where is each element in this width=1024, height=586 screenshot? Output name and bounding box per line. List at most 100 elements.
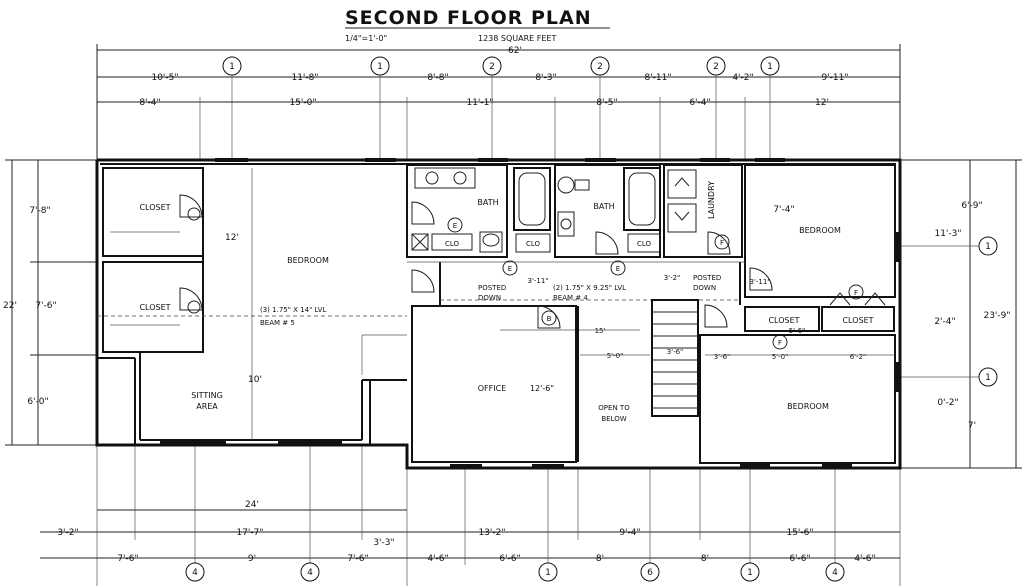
overall-width-label: 62' bbox=[508, 46, 522, 56]
closet-label: CLOSET bbox=[842, 316, 873, 325]
plan-area: 1238 SQUARE FEET bbox=[478, 34, 556, 43]
closet-label: CLOSET bbox=[768, 316, 799, 325]
right-dim-1: 6'-9" bbox=[961, 201, 982, 211]
grid-bubble-label: 4 bbox=[307, 568, 313, 578]
top-dim-4: 8'-3" bbox=[535, 73, 556, 83]
beam-5-spec: (3) 1.75" X 14" LVL bbox=[260, 306, 326, 314]
hall-dim: 3'-11" bbox=[749, 278, 770, 286]
posted-down-label-2: DOWN bbox=[693, 284, 716, 292]
right-dim-4: 23'-9" bbox=[983, 311, 1010, 321]
door-tag: E bbox=[616, 265, 620, 273]
bedroom-upper-right: BEDROOM 7'-4" bbox=[744, 164, 896, 298]
beam-4-spec: (2) 1.75" X 9.25" LVL bbox=[553, 284, 626, 292]
closet-lower: CLOSET bbox=[102, 261, 204, 353]
grid-bubble bbox=[978, 367, 998, 387]
bottom-dim3-2: 9' bbox=[248, 554, 256, 564]
top-grid-bubbles: 1 1 2 2 2 1 bbox=[222, 56, 780, 76]
grid-bubble bbox=[370, 56, 390, 76]
bedroom-depth: 10' bbox=[248, 375, 262, 385]
grid-bubble bbox=[640, 562, 660, 582]
tub-2: CLO bbox=[623, 167, 661, 253]
open-to-below: OPEN TO BELOW bbox=[577, 306, 630, 462]
hall-dim: 5'-0" bbox=[607, 352, 624, 360]
bottom-dim2-4: 13'-2" bbox=[478, 528, 505, 538]
bottom-dim3-1: 7'-6" bbox=[117, 554, 138, 564]
bedroom-dim: 3'-6" bbox=[714, 353, 731, 361]
left-dimensions: 7'-8" 22' 7'-6" 6'-0" bbox=[3, 159, 97, 446]
grid-bubble-label: 1 bbox=[985, 242, 991, 252]
laundry: F LAUNDRY bbox=[663, 164, 743, 258]
top-dim2-4: 8'-5" bbox=[596, 98, 617, 108]
left-dim-3: 7'-6" bbox=[35, 301, 56, 311]
grid-bubble-label: 4 bbox=[832, 568, 838, 578]
door-tag: F bbox=[854, 289, 858, 297]
bedroom-label: BEDROOM bbox=[287, 256, 329, 265]
grid-bubble-label: 1 bbox=[747, 568, 753, 578]
top-dim-5: 8'-11" bbox=[644, 73, 671, 83]
bedroom-dim: 5'-0" bbox=[772, 353, 789, 361]
grid-bubble-label: 2 bbox=[713, 62, 719, 72]
office-label: OFFICE bbox=[478, 384, 507, 393]
bottom-dim3-5: 6'-6" bbox=[499, 554, 520, 564]
grid-bubble-label: 1 bbox=[545, 568, 551, 578]
hall-dim: 3'-11" bbox=[527, 277, 548, 285]
right-dimensions: 6'-9" 11'-3" 2'-4" 23'-9" 0'-2" 7' 1 1 bbox=[900, 159, 1022, 469]
grid-bubble-label: 6 bbox=[647, 568, 653, 578]
top-dimension-row-2: 8'-4" 15'-0" 11'-1" 8'-5" 6'-4" 12' bbox=[97, 97, 900, 160]
bedroom-label: BEDROOM bbox=[799, 226, 841, 235]
bath-1: E BATH CLO bbox=[406, 164, 508, 258]
top-dimension-row-1: 10'-5" 11'-8" 8'-8" 8'-3" 8'-11" 4'-2" 9… bbox=[97, 72, 900, 160]
grid-bubble bbox=[740, 562, 760, 582]
grid-bubble-label: 2 bbox=[597, 62, 603, 72]
top-dim2-6: 12' bbox=[815, 98, 829, 108]
grid-bubble bbox=[706, 56, 726, 76]
grid-bubble-label: 4 bbox=[192, 568, 198, 578]
office: B OFFICE 12'-6" bbox=[411, 305, 577, 463]
top-dim2-1: 8'-4" bbox=[139, 98, 160, 108]
bottom-windows bbox=[160, 232, 900, 468]
bottom-dim3-8: 6'-6" bbox=[789, 554, 810, 564]
sitting-label: SITTING bbox=[191, 391, 223, 400]
hall-dim: 3'-2" bbox=[664, 274, 681, 282]
top-dim-3: 8'-8" bbox=[427, 73, 448, 83]
door-tag: F bbox=[778, 339, 782, 347]
clo-label: CLO bbox=[637, 240, 652, 248]
door-tag: E bbox=[508, 265, 512, 273]
bedroom-lower-right: BEDROOM 3'-6" 5'-0" 6'-2" bbox=[699, 304, 896, 464]
grid-bubble-label: 1 bbox=[985, 373, 991, 383]
grid-bubble bbox=[538, 562, 558, 582]
bottom-dim3-9: 4'-6" bbox=[854, 554, 875, 564]
posted-down-label: POSTED bbox=[478, 284, 506, 292]
closet-dim: 5'-6" bbox=[789, 327, 806, 335]
closet-label: CLOSET bbox=[139, 303, 170, 312]
posted-down-label: POSTED bbox=[693, 274, 721, 282]
bottom-dim3-4: 4'-6" bbox=[427, 554, 448, 564]
beam-5-label: BEAM # 5 bbox=[260, 319, 295, 327]
grid-bubble bbox=[185, 562, 205, 582]
bottom-dim3-6: 8' bbox=[596, 554, 604, 564]
top-dim-7: 9'-11" bbox=[821, 73, 848, 83]
top-dim-6: 4'-2" bbox=[732, 73, 753, 83]
door-tag: B bbox=[547, 315, 552, 323]
bedroom-label: BEDROOM bbox=[787, 402, 829, 411]
closets-right: F CLOSET CLOSET 5'-6" F bbox=[744, 284, 895, 350]
below-label: BELOW bbox=[601, 415, 626, 423]
right-dim-3: 2'-4" bbox=[934, 317, 955, 327]
closet-label: CLOSET bbox=[139, 203, 170, 212]
top-dim2-2: 15'-0" bbox=[289, 98, 316, 108]
bedroom-dim: 6'-2" bbox=[850, 353, 867, 361]
top-dim2-3: 11'-1" bbox=[466, 98, 493, 108]
stairs: 3'-6" bbox=[651, 299, 699, 417]
bedroom-left: BEDROOM 12' 10' SITTING AREA bbox=[97, 168, 407, 445]
closet-upper: CLOSET bbox=[102, 167, 204, 257]
grid-bubble bbox=[590, 56, 610, 76]
bottom-dim2-3: 3'-3" bbox=[373, 538, 394, 548]
bedroom-width: 12' bbox=[225, 233, 239, 243]
grid-bubble-label: 1 bbox=[767, 62, 773, 72]
left-dim-4: 6'-0" bbox=[27, 397, 48, 407]
bedroom-dim: 7'-4" bbox=[773, 205, 794, 215]
top-dim-2: 11'-8" bbox=[291, 73, 318, 83]
right-dim-2: 11'-3" bbox=[934, 229, 961, 239]
grid-bubble bbox=[300, 562, 320, 582]
door-tag: F bbox=[720, 239, 724, 247]
